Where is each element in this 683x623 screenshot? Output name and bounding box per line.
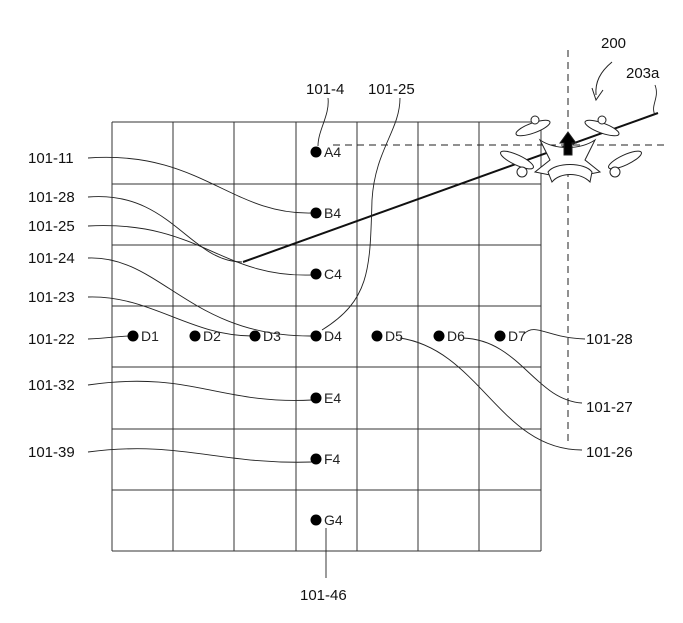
marker-label: D2 bbox=[203, 328, 221, 344]
pointer-arrow-icon bbox=[591, 61, 613, 102]
marker-label: C4 bbox=[324, 266, 342, 282]
marker-label: D7 bbox=[508, 328, 526, 344]
marker-dot bbox=[189, 330, 201, 342]
marker-label: F4 bbox=[324, 451, 341, 467]
marker-E4: E4 bbox=[310, 390, 341, 406]
marker-label: D5 bbox=[385, 328, 403, 344]
label-203a: 203a bbox=[626, 65, 660, 82]
marker-D6: D6 bbox=[433, 328, 465, 344]
marker-label: D3 bbox=[263, 328, 281, 344]
leader-lines bbox=[87, 84, 657, 578]
marker-label: D4 bbox=[324, 328, 342, 344]
marker-dot bbox=[371, 330, 383, 342]
label-left-3: 101-24 bbox=[28, 250, 75, 267]
marker-D7: D7 bbox=[494, 328, 526, 344]
marker-dot bbox=[310, 330, 322, 342]
label-left-7: 101-39 bbox=[28, 444, 75, 461]
marker-dot bbox=[433, 330, 445, 342]
label-left-2: 101-25 bbox=[28, 218, 75, 235]
label-left-0: 101-11 bbox=[28, 150, 74, 167]
marker-dot bbox=[249, 330, 261, 342]
marker-dot bbox=[310, 207, 322, 219]
direction-arrow-icon bbox=[559, 131, 577, 156]
label-left-5: 101-22 bbox=[28, 331, 75, 348]
marker-dot bbox=[310, 268, 322, 280]
left-labels: 101-11 101-28 101-25 101-24 101-23 101-22 101-… bbox=[28, 150, 75, 461]
marker-B4: B4 bbox=[310, 205, 341, 221]
marker-D3: D3 bbox=[249, 328, 281, 344]
label-left-4: 101-23 bbox=[28, 289, 75, 306]
marker-dot bbox=[310, 392, 322, 404]
label-right-0: 101-28 bbox=[586, 331, 633, 348]
marker-G4: G4 bbox=[310, 512, 343, 528]
label-top-0: 101-4 bbox=[306, 81, 344, 98]
marker-label: E4 bbox=[324, 390, 341, 406]
marker-D4: D4 bbox=[310, 328, 342, 344]
label-right-1: 101-27 bbox=[586, 399, 633, 416]
label-bottom: 101-46 bbox=[300, 587, 347, 604]
right-labels: 101-28 101-27 101-26 bbox=[586, 331, 633, 461]
marker-D5: D5 bbox=[371, 328, 403, 344]
grid bbox=[111, 121, 542, 552]
label-left-1: 101-28 bbox=[28, 189, 75, 206]
marker-D1: D1 bbox=[127, 328, 159, 344]
marker-label: D1 bbox=[141, 328, 159, 344]
marker-dot bbox=[310, 453, 322, 465]
label-right-2: 101-26 bbox=[586, 444, 633, 461]
marker-dot bbox=[310, 146, 322, 158]
marker-label: D6 bbox=[447, 328, 465, 344]
marker-label: B4 bbox=[324, 205, 341, 221]
marker-F4: F4 bbox=[310, 451, 341, 467]
marker-dot bbox=[127, 330, 139, 342]
label-top-1: 101-25 bbox=[368, 81, 415, 98]
drone-200 bbox=[500, 61, 642, 184]
label-200: 200 bbox=[601, 35, 626, 52]
line-203a bbox=[242, 112, 659, 263]
marker-C4: C4 bbox=[310, 266, 342, 282]
marker-dot bbox=[310, 514, 322, 526]
marker-label: A4 bbox=[324, 144, 341, 160]
marker-label: G4 bbox=[324, 512, 343, 528]
marker-A4: A4 bbox=[310, 144, 341, 160]
marker-D2: D2 bbox=[189, 328, 221, 344]
label-left-6: 101-32 bbox=[28, 377, 75, 394]
reference-lines bbox=[242, 50, 665, 445]
marker-dot bbox=[494, 330, 506, 342]
